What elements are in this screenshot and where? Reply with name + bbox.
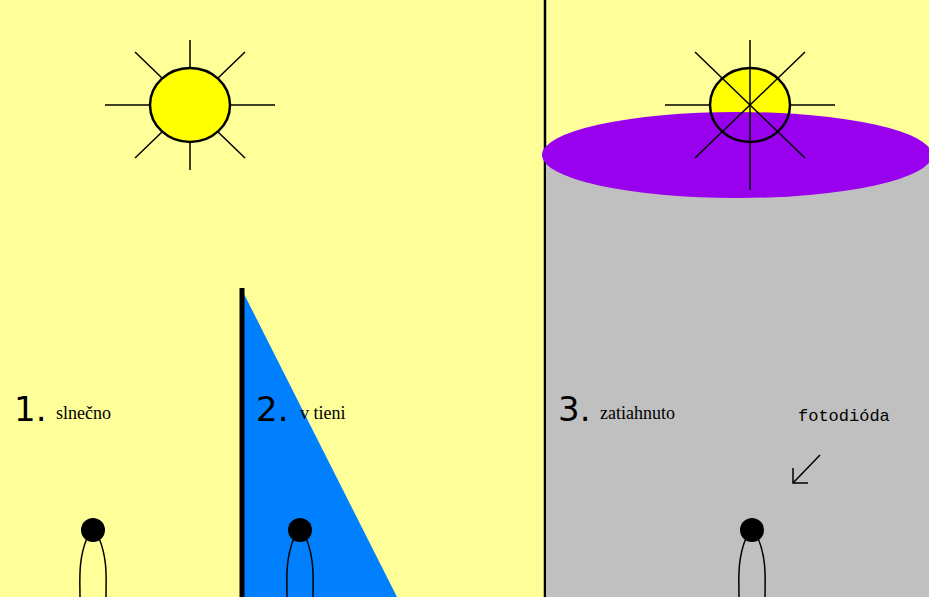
callout-number: 2.	[256, 392, 288, 426]
photodiode	[80, 518, 106, 597]
panel-label: slnečno	[56, 404, 111, 422]
shadow-wall	[240, 288, 245, 597]
callout-number: 3.	[558, 392, 590, 426]
photodiode	[739, 518, 765, 597]
photodiode	[287, 518, 313, 597]
panel-label: v tieni	[300, 404, 346, 422]
cloud-cover	[546, 155, 929, 597]
leader-arrow	[793, 455, 820, 483]
panel-label: zatiahnuto	[600, 404, 675, 422]
callout-number: 1.	[14, 392, 46, 426]
panel-divider	[544, 0, 547, 597]
part-label: fotodióda	[798, 408, 890, 425]
shadow-triangle	[242, 290, 397, 597]
sun	[105, 40, 275, 170]
sun	[665, 40, 835, 190]
cloud-top	[542, 112, 929, 198]
